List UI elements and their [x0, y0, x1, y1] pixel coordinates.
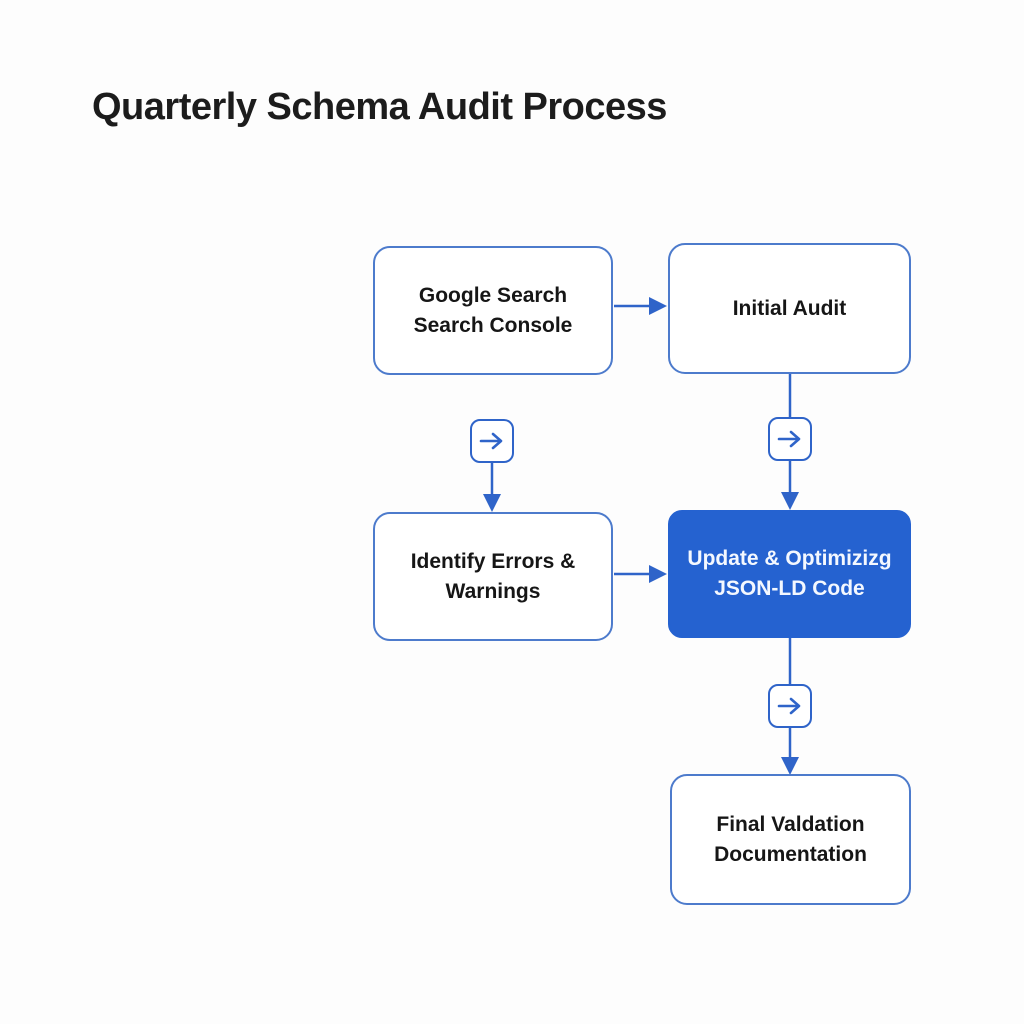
- arrow-right-icon: [768, 684, 812, 728]
- node-label-line: Warnings: [445, 579, 541, 603]
- arrow-right-icon: [768, 417, 812, 461]
- arrow-update-to-final: [781, 638, 799, 775]
- node-label-line: Final Valdation: [716, 812, 865, 836]
- node-label-line: JSON-LD Code: [714, 577, 865, 600]
- flow-node-initial-audit: Initial Audit: [668, 243, 911, 374]
- node-label-line: Google Search: [418, 283, 568, 307]
- node-label-line: Identify Errors &: [410, 549, 576, 573]
- arrow-to-identify: [483, 463, 501, 512]
- node-label-line: Update & Optimizizg: [687, 547, 892, 570]
- node-label-line: Initial Audit: [732, 296, 847, 320]
- node-label-line: Documentation: [714, 842, 867, 866]
- page-title: Quarterly Schema Audit Process: [92, 86, 667, 128]
- arrow-right-icon: [470, 419, 514, 463]
- flow-node-final-validation-documentation: Final Valdation Documentation: [670, 774, 911, 905]
- node-label-line: Search Console: [413, 313, 573, 337]
- arrow-initial-to-update: [781, 374, 799, 510]
- arrow-identify-to-update: [614, 565, 667, 583]
- arrow-google-to-initial: [614, 297, 667, 315]
- flow-node-identify-errors-warnings: Identify Errors & Warnings: [373, 512, 613, 641]
- flow-node-update-optimize-jsonld: Update & Optimizizg JSON-LD Code: [668, 510, 911, 638]
- flow-node-google-search-console: Google Search Search Console: [373, 246, 613, 375]
